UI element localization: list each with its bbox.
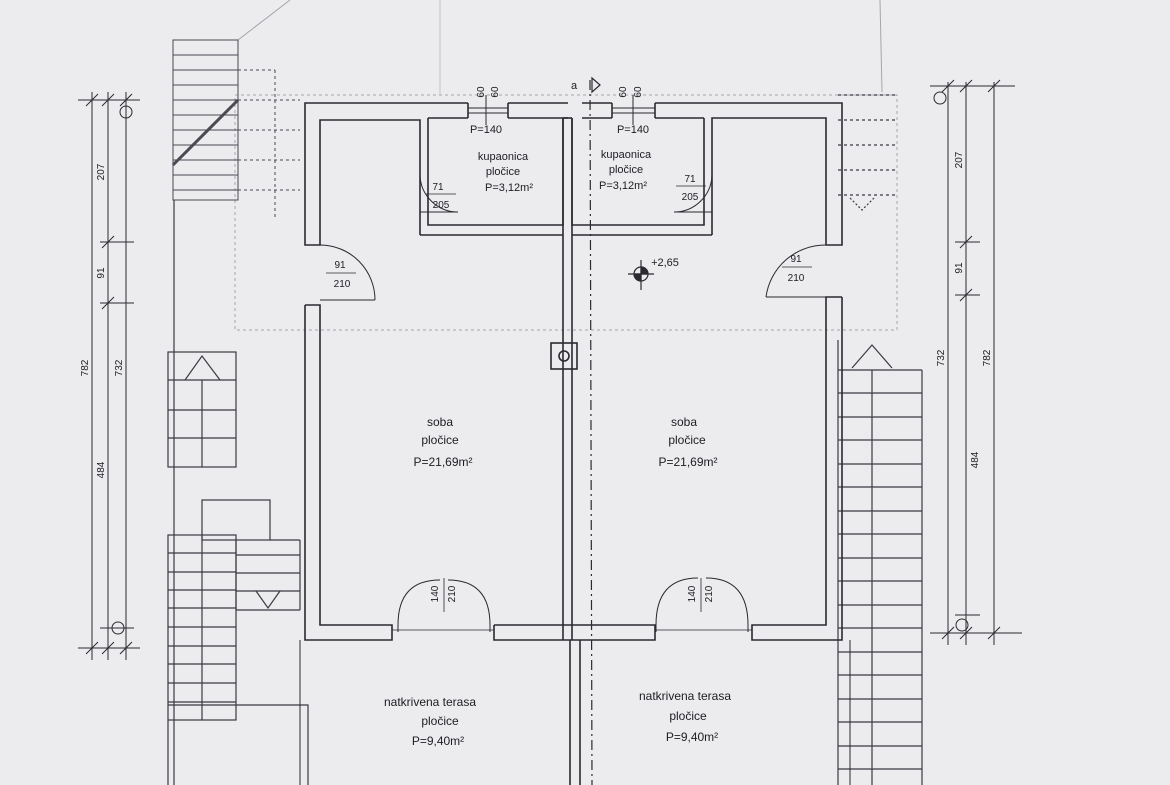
terrace-left-area: P=9,40m² (412, 734, 464, 748)
door-terrace-right-width: 140 (687, 585, 698, 602)
door-bath-left-width: 71 (432, 182, 444, 193)
section-marker-arrow (591, 76, 601, 94)
dim-right-total: 782 (982, 349, 993, 366)
staircase-right (837, 94, 923, 785)
door-entry-left-width: 91 (334, 260, 346, 271)
bath-left-name: kupaonica (478, 151, 529, 163)
door-entry-right-width: 91 (790, 254, 802, 265)
walls (299, 102, 851, 785)
dim-right-seg-bottom: 484 (970, 451, 981, 468)
door-bath-right-height: 205 (682, 192, 699, 203)
window-left-size-a: 60 (476, 86, 487, 98)
section-marker-label: a (571, 80, 578, 92)
terrace-right-area: P=9,40m² (666, 730, 718, 744)
windows (468, 95, 655, 125)
terrace-left-floor: pločice (421, 714, 459, 728)
room-left-name: soba (427, 415, 453, 429)
dimension-lines-right (930, 79, 1022, 645)
bath-left-floor: pločice (486, 166, 520, 178)
terrace-right-name: natkrivena terasa (639, 689, 731, 703)
dim-left-seg-top: 207 (96, 163, 107, 180)
window-left-size-b: 60 (490, 86, 501, 98)
dim-left-total: 782 (80, 359, 91, 376)
dim-left-seg-bottom: 484 (96, 461, 107, 478)
dim-left-inner: 732 (114, 359, 125, 376)
door-entry-right-height: 210 (788, 273, 805, 284)
bath-right-area: P=3,12m² (599, 180, 647, 192)
room-right-floor: pločice (668, 433, 706, 447)
level-mark-label: +2,65 (651, 257, 679, 269)
dim-right-seg-mid: 91 (954, 262, 965, 274)
window-right-sill: P=140 (617, 124, 649, 136)
bath-right-floor: pločice (609, 164, 643, 176)
terrace-right-floor: pločice (669, 709, 707, 723)
terrace-left-name: natkrivena terasa (384, 695, 476, 709)
bath-right-name: kupaonica (601, 149, 652, 161)
dim-right-seg-top: 207 (954, 151, 965, 168)
background-lines (234, 0, 898, 331)
room-right-area: P=21,69m² (658, 455, 717, 469)
door-terrace-right-height: 210 (704, 585, 715, 602)
door-bath-left-height: 205 (433, 200, 450, 211)
staircase-top-left (171, 39, 300, 220)
dimension-lines-left (78, 92, 140, 660)
bath-left-area: P=3,12m² (485, 182, 533, 194)
room-left-floor: pločice (421, 433, 459, 447)
room-left-area: P=21,69m² (413, 455, 472, 469)
door-terrace-left-width: 140 (430, 585, 441, 602)
doors (319, 174, 827, 632)
section-axis (589, 79, 593, 785)
window-right-size-b: 60 (633, 86, 644, 98)
room-right-name: soba (671, 415, 697, 429)
door-bath-right-width: 71 (684, 174, 696, 185)
door-terrace-left-height: 210 (447, 585, 458, 602)
dim-left-seg-mid: 91 (96, 267, 107, 279)
door-entry-left-height: 210 (334, 279, 351, 290)
window-right-size-a: 60 (618, 86, 629, 98)
window-left-sill: P=140 (470, 124, 502, 136)
dim-right-inner: 732 (936, 349, 947, 366)
staircase-bottom-left (167, 200, 309, 785)
level-mark-symbol (628, 260, 654, 290)
